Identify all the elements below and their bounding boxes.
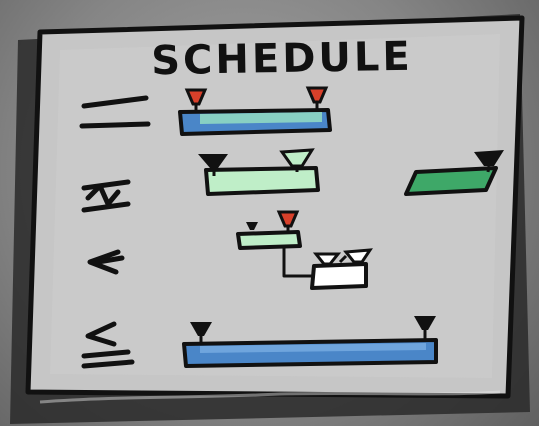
task-bar-row4: [184, 340, 436, 366]
task-bar-row2-a: [206, 168, 318, 194]
board-title: SCHEDULE: [151, 34, 413, 85]
task-bar-row3-b: [312, 264, 366, 288]
task-bar-row3-a: [238, 232, 300, 248]
task-bar-row1: [180, 110, 330, 134]
task-bar-row2-b: [406, 168, 496, 194]
